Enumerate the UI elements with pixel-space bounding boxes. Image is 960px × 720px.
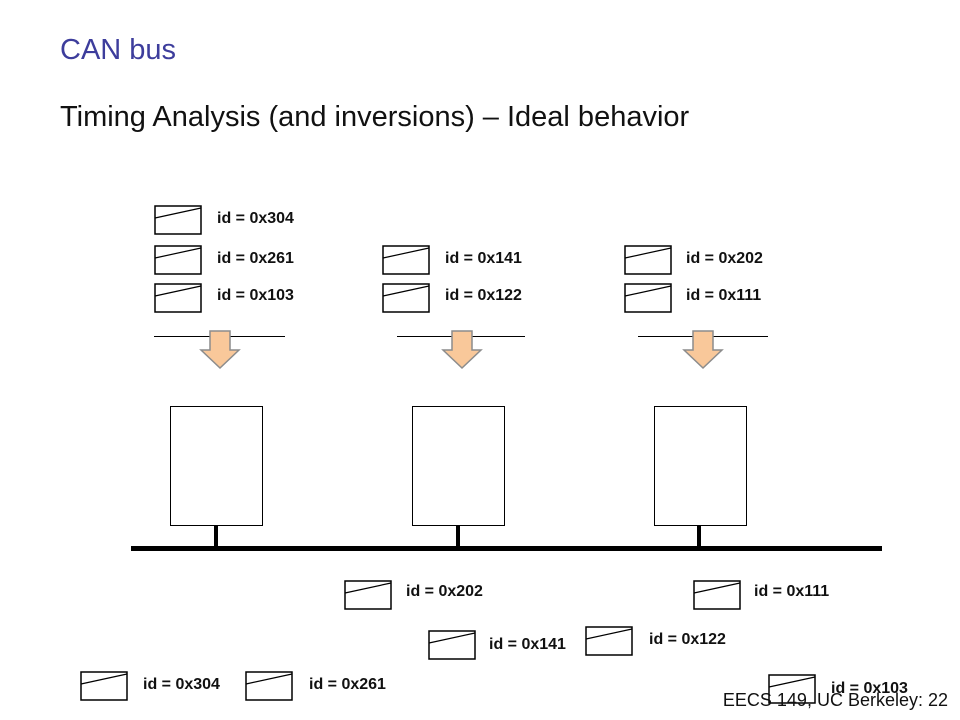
envelope-icon [382,245,430,275]
bus-message-label: id = 0x261 [309,676,386,693]
envelope-icon [154,283,202,313]
bus-message-label: id = 0x202 [406,583,483,600]
queue-message-label: id = 0x304 [217,210,294,227]
queue-message-label: id = 0x141 [445,250,522,267]
queue-message-label: id = 0x202 [686,250,763,267]
can-node-3 [654,406,747,526]
down-arrow-icon [682,330,724,370]
bus-message-label: id = 0x304 [143,676,220,693]
slide-footer: EECS 149, UC Berkeley: 22 [722,690,948,710]
queue-message-label: id = 0x111 [686,287,762,304]
can-bus-line [131,546,882,551]
down-arrow-icon [441,330,483,370]
envelope-icon [344,580,392,610]
can-node-2 [412,406,505,526]
slide-subheading: Timing Analysis (and inversions) – Ideal… [60,101,690,133]
envelope-icon [154,245,202,275]
bus-stub [214,525,218,547]
envelope-icon [768,674,816,704]
queue-message-label: id = 0x103 [217,287,294,304]
envelope-icon [624,283,672,313]
envelope-icon [585,626,633,656]
envelope-icon [428,630,476,660]
queue-message-label: id = 0x122 [445,287,522,304]
slide-heading: CAN bus [60,34,177,66]
envelope-icon [245,671,293,701]
bus-message-label: id = 0x103 [831,680,908,697]
down-arrow-icon [199,330,241,370]
envelope-icon [624,245,672,275]
queue-message-label: id = 0x261 [217,250,294,267]
envelope-icon [382,283,430,313]
bus-message-label: id = 0x122 [649,631,726,648]
bus-message-label: id = 0x141 [489,636,566,653]
bus-message-label: id = 0x111 [754,583,830,600]
bus-stub [456,525,460,547]
envelope-icon [80,671,128,701]
envelope-icon [693,580,741,610]
can-node-1 [170,406,263,526]
bus-stub [697,525,701,547]
envelope-icon [154,205,202,235]
